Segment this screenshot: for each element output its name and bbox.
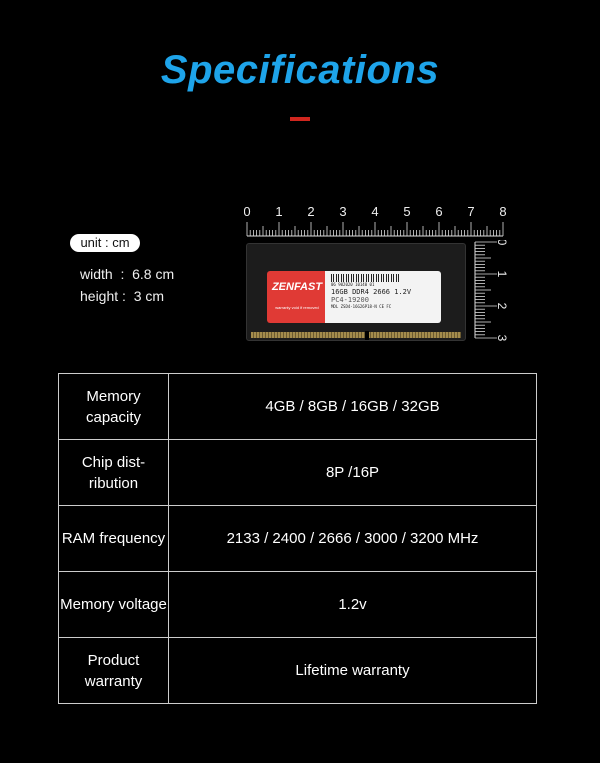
warranty-sticker-text: warranty void if removed bbox=[275, 305, 319, 310]
ruler-label: 0 bbox=[244, 204, 251, 219]
ruler-label: 5 bbox=[403, 204, 410, 219]
ruler-label: 3 bbox=[495, 335, 509, 342]
row-label: RAM frequency bbox=[58, 505, 169, 572]
ruler-label: 2 bbox=[307, 204, 314, 219]
serial-text: 06 902020 10140 01 bbox=[331, 282, 375, 287]
model-text: MDL ZSD4-16G26P18-N CE FC bbox=[331, 304, 392, 309]
vertical-ruler: 0 1 2 3 bbox=[474, 240, 509, 342]
module-spec-text: 16GB DDR4 2666 1.2V bbox=[331, 288, 412, 296]
row-label: Chip dist- ribution bbox=[58, 439, 169, 506]
row-value: 2133 / 2400 / 2666 / 3000 / 3200 MHz bbox=[168, 505, 537, 572]
row-label: Memory voltage bbox=[58, 571, 169, 638]
horizontal-ruler: 0 1 2 3 4 5 6 7 8 bbox=[244, 204, 507, 237]
ruler-label: 6 bbox=[435, 204, 442, 219]
width-text: width : 6.8 cm bbox=[80, 266, 175, 282]
ruler-label: 8 bbox=[499, 204, 506, 219]
height-text: height : 3 cm bbox=[80, 288, 165, 304]
speed-text: PC4-19200 bbox=[331, 296, 369, 304]
brand-label: ZENFAST warranty void if removed bbox=[267, 271, 325, 323]
ruler-label: 3 bbox=[339, 204, 346, 219]
key-notch bbox=[365, 331, 369, 340]
ruler-label: 1 bbox=[495, 271, 509, 278]
barcode bbox=[331, 274, 401, 282]
spec-label: 06 902020 10140 01 16GB DDR4 2666 1.2V P… bbox=[325, 271, 441, 323]
ruler-label: 2 bbox=[495, 303, 509, 310]
ruler-label: 1 bbox=[275, 204, 282, 219]
accent-bar bbox=[290, 117, 310, 121]
ruler-label: 7 bbox=[467, 204, 474, 219]
row-label: Memory capacity bbox=[58, 373, 169, 440]
ruler-label: 0 bbox=[495, 240, 509, 246]
unit-badge: unit : cm bbox=[70, 234, 140, 252]
ram-module-image: ZENFAST warranty void if removed 06 9020… bbox=[246, 243, 466, 341]
row-value: 8P /16P bbox=[168, 439, 537, 506]
brand-logo: ZENFAST bbox=[271, 281, 323, 293]
page-title: Specifications bbox=[160, 48, 440, 92]
ruler-label: 4 bbox=[371, 204, 378, 219]
row-value: 4GB / 8GB / 16GB / 32GB bbox=[168, 373, 537, 440]
row-label: Product warranty bbox=[58, 637, 169, 704]
row-value: Lifetime warranty bbox=[168, 637, 537, 704]
gold-pins bbox=[251, 332, 461, 338]
row-value: 1.2v bbox=[168, 571, 537, 638]
